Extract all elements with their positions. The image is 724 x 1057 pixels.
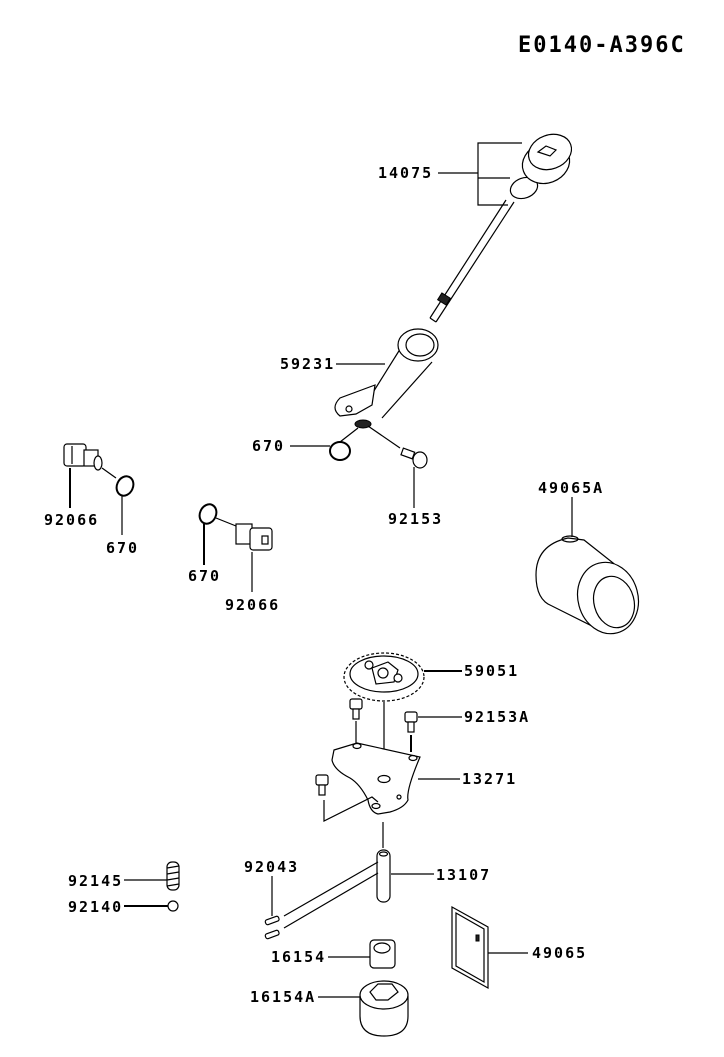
label-13271[interactable]: 13271	[462, 770, 517, 788]
label-13107[interactable]: 13107	[436, 866, 491, 884]
dipstick-callout	[438, 142, 522, 206]
shaft-part[interactable]	[376, 849, 391, 903]
leader-plug-left	[101, 467, 117, 479]
element-part[interactable]	[451, 905, 489, 990]
leader-o-ring-tube	[339, 427, 359, 443]
label-92066-center[interactable]: 92066	[225, 596, 280, 614]
o-ring-center-part[interactable]	[197, 502, 220, 527]
spring-part[interactable]	[166, 861, 180, 891]
o-ring-tube-part[interactable]	[329, 441, 351, 461]
label-92145[interactable]: 92145	[68, 872, 123, 890]
bolt-tube-part[interactable]	[400, 447, 428, 469]
label-49065[interactable]: 49065	[532, 944, 587, 962]
leader-pin-2	[283, 872, 379, 929]
label-14075[interactable]: 14075	[378, 164, 433, 182]
o-ring-left-part[interactable]	[114, 474, 137, 499]
leader-bolt-3	[323, 796, 379, 822]
label-670-left[interactable]: 670	[106, 539, 139, 557]
leader-bolt-tube	[367, 425, 401, 449]
label-16154A[interactable]: 16154A	[250, 988, 316, 1006]
label-92140[interactable]: 92140	[68, 898, 123, 916]
label-49065A[interactable]: 49065A	[538, 479, 604, 497]
label-670-tube[interactable]: 670	[252, 437, 285, 455]
oil-filler-tube-part[interactable]	[334, 328, 439, 429]
bolt-plate-part[interactable]	[315, 698, 418, 796]
dipstick-part[interactable]	[429, 129, 576, 323]
label-59231[interactable]: 59231	[280, 355, 335, 373]
label-16154[interactable]: 16154	[271, 948, 326, 966]
label-59051[interactable]: 59051	[464, 662, 519, 680]
diagram-id: E0140-A396C	[518, 33, 686, 58]
rotor-outer-part[interactable]	[359, 980, 409, 1037]
label-670-center[interactable]: 670	[188, 567, 221, 585]
leader-plug-center	[215, 517, 237, 527]
plate-part[interactable]	[331, 742, 421, 815]
label-92066-left[interactable]: 92066	[44, 511, 99, 529]
drain-plug-left-part[interactable]	[63, 443, 103, 471]
label-92153[interactable]: 92153	[388, 510, 443, 528]
gear-part[interactable]	[343, 652, 425, 702]
leader-pin-1	[283, 861, 379, 917]
label-92153A[interactable]: 92153A	[464, 708, 530, 726]
ball-part[interactable]	[167, 900, 179, 912]
pin-part[interactable]	[264, 915, 280, 940]
label-92043[interactable]: 92043	[244, 858, 299, 876]
rotor-inner-part[interactable]	[369, 939, 396, 969]
drain-plug-center-part[interactable]	[235, 523, 273, 551]
oil-filter-part[interactable]	[535, 535, 646, 641]
